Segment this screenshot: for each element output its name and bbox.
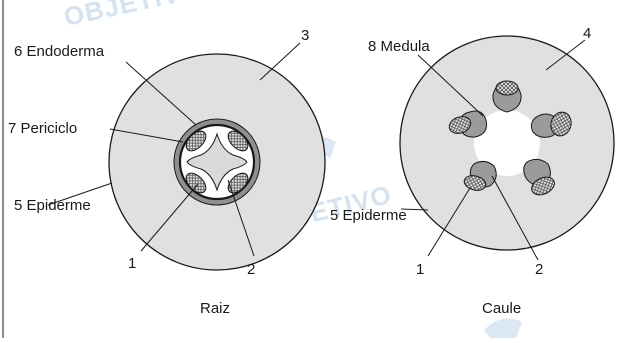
stem-bundle-top: [493, 81, 521, 112]
label-periciclo: 7 Periciclo: [8, 120, 77, 137]
label-medula: 8 Medula: [368, 38, 430, 55]
label-root-2: 2: [247, 261, 255, 278]
label-stem-1: 1: [416, 261, 424, 278]
label-root-epiderme: 5 Epiderme: [14, 197, 91, 214]
caption-raiz: Raiz: [200, 300, 230, 317]
label-endoderma: 6 Endoderma: [14, 43, 105, 60]
label-root-3: 3: [301, 27, 309, 44]
label-stem-4: 4: [583, 25, 591, 42]
caption-caule: Caule: [482, 300, 521, 317]
watermark-logo-bottom: [484, 318, 522, 338]
label-stem-epiderme: 5 Epiderme: [330, 207, 407, 224]
label-root-1: 1: [128, 255, 136, 272]
watermark-top: OBJETIVO: [61, 0, 204, 32]
root-cross-section: [109, 54, 325, 270]
label-stem-2: 2: [535, 261, 543, 278]
